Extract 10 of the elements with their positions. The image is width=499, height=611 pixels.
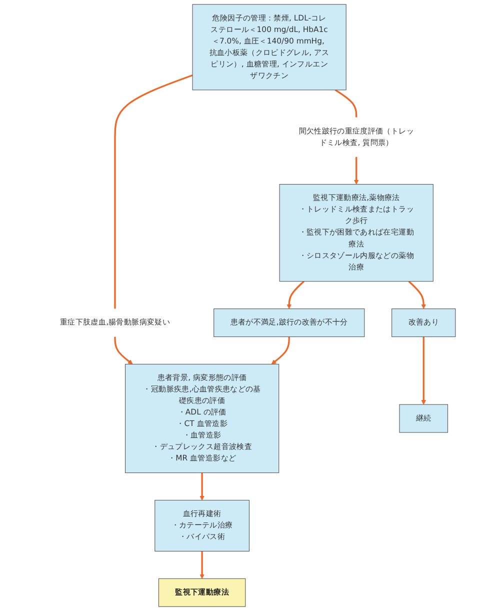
arrow [271, 336, 290, 364]
arrow [114, 336, 133, 364]
arrow [200, 472, 204, 500]
arrow [421, 336, 426, 405]
connector [334, 89, 358, 118]
arrow [408, 280, 426, 309]
arrow [200, 551, 204, 579]
arrow [286, 280, 304, 309]
arrow [354, 156, 359, 184]
connector [114, 74, 193, 309]
